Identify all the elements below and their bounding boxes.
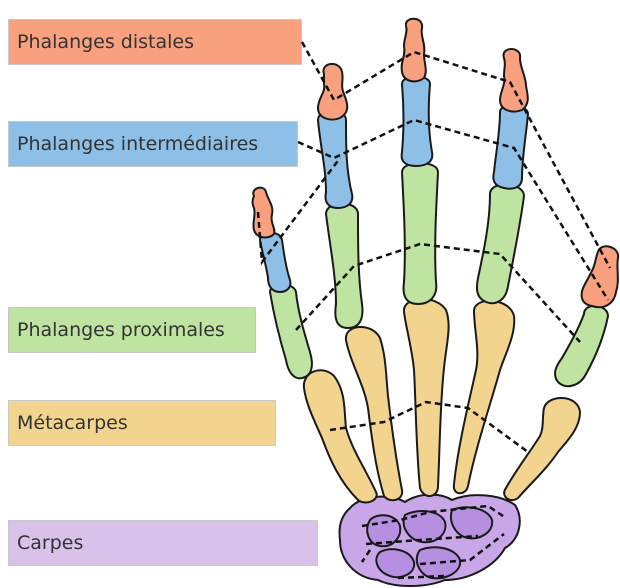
metacarpal-bones — [304, 299, 580, 502]
